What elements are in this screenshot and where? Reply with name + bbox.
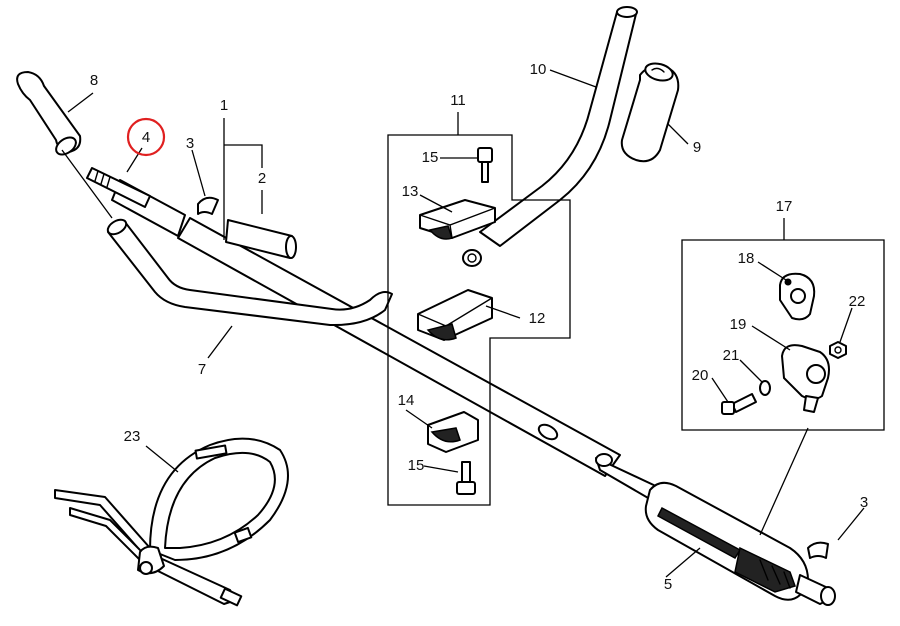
label-21: 21 <box>723 347 740 364</box>
part-labels: 1 2 3 4 5 7 8 9 10 11 12 13 14 15 15 17 … <box>90 61 868 593</box>
label-2: 2 <box>258 170 266 187</box>
label-17: 17 <box>776 198 793 215</box>
label-18: 18 <box>738 250 755 267</box>
label-11: 11 <box>450 92 466 109</box>
grip-8 <box>16 71 82 156</box>
label-15-lower: 15 <box>408 457 425 474</box>
grip-9 <box>620 62 680 163</box>
label-3-lower: 3 <box>860 494 868 511</box>
nut-22 <box>829 341 847 359</box>
label-8: 8 <box>90 72 98 89</box>
label-4: 4 <box>142 129 150 146</box>
label-20: 20 <box>692 367 709 384</box>
label-12: 12 <box>529 310 546 327</box>
handlebar-10 <box>479 6 638 247</box>
label-15-upper: 15 <box>422 149 439 166</box>
sleeve-2 <box>225 219 297 259</box>
ring-3-lower <box>807 541 829 559</box>
clamp-12 <box>417 289 493 341</box>
clip-18 <box>779 272 816 321</box>
main-shaft <box>111 179 621 477</box>
label-19: 19 <box>730 316 747 333</box>
label-23: 23 <box>124 428 141 445</box>
hanger-19 <box>781 344 830 413</box>
label-10: 10 <box>530 61 547 78</box>
bolt-15-upper <box>477 147 493 183</box>
label-9: 9 <box>693 139 701 156</box>
label-14: 14 <box>398 392 415 409</box>
spacer <box>462 249 482 267</box>
washer-21 <box>759 380 771 396</box>
drive-shaft-4 <box>86 167 151 208</box>
label-7: 7 <box>198 361 206 378</box>
handlebar-7 <box>106 218 393 327</box>
ring-3-upper <box>197 196 219 215</box>
hanger-assembly-box-17 <box>681 239 885 431</box>
clamp-13 <box>419 199 496 240</box>
clamp-14 <box>427 411 479 453</box>
leader-lines <box>61 69 865 578</box>
highlight-circle-part-4 <box>126 117 166 157</box>
label-13: 13 <box>402 183 419 200</box>
bolt-15-lower <box>456 461 476 495</box>
label-3-upper: 3 <box>186 135 194 152</box>
label-5: 5 <box>664 576 672 593</box>
label-1: 1 <box>220 97 228 114</box>
gear-housing-5 <box>595 453 836 606</box>
clamp-assembly-box-11 <box>387 134 571 506</box>
harness-23 <box>54 437 289 607</box>
bolt-20 <box>721 393 757 415</box>
label-22: 22 <box>849 293 866 310</box>
